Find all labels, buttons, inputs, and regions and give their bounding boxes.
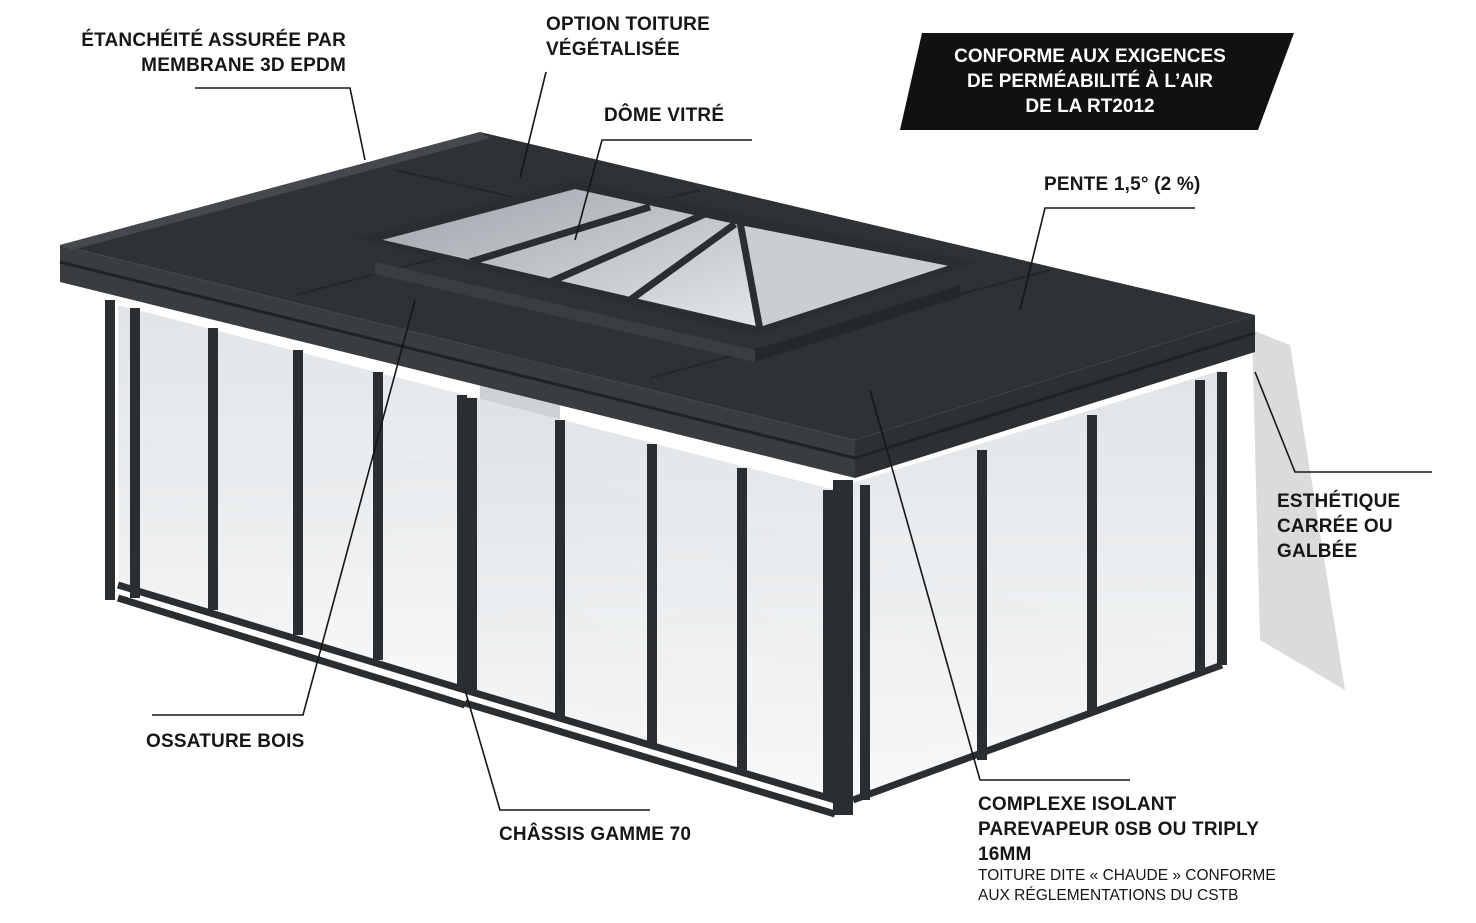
label-complexe-line-1: COMPLEXE ISOLANT	[978, 794, 1177, 815]
conformity-line-3: DE LA RT2012	[1025, 96, 1155, 117]
leader-dome	[574, 139, 752, 241]
label-complexe: COMPLEXE ISOLANT PAREVAPEUR 0SB OU TRIPL…	[978, 792, 1259, 867]
label-chassis: CHÂSSIS GAMME 70	[499, 824, 692, 845]
right-mullions	[860, 372, 1227, 800]
label-complexe-line-2: PAREVAPEUR 0SB OU TRIPLY	[978, 819, 1260, 840]
label-membrane: ÉTANCHÉITÉ ASSURÉE PAR MEMBRANE 3D EPDM	[40, 28, 346, 78]
label-dome: DÔME VITRÉ	[604, 105, 725, 126]
label-membrane-line-1: ÉTANCHÉITÉ ASSURÉE PAR	[81, 30, 346, 51]
leader-ossature	[152, 299, 416, 716]
complexe-note: TOITURE DITE « CHAUDE » CONFORME AUX RÉG…	[978, 866, 1276, 906]
leader-membrane	[195, 87, 366, 161]
label-option-toiture: OPTION TOITURE VÉGÉTALISÉE	[546, 12, 710, 62]
leader-pente	[1019, 207, 1195, 311]
leader-lines	[152, 71, 1432, 811]
glazed-dome	[355, 180, 975, 362]
label-complexe-line-3: 16MM	[978, 844, 1032, 865]
corner-post	[833, 480, 853, 815]
leader-option-toiture	[519, 71, 547, 179]
label-option-toiture-line-1: OPTION TOITURE	[546, 14, 710, 35]
label-pente: PENTE 1,5° (2 %)	[1044, 174, 1201, 195]
leader-chassis	[464, 689, 650, 811]
label-esthetique-line-3: GALBÉE	[1277, 541, 1358, 562]
label-ossature: OSSATURE BOIS	[146, 731, 305, 752]
front-mullions	[467, 398, 833, 800]
complexe-note-line-1: TOITURE DITE « CHAUDE » CONFORME	[978, 867, 1276, 884]
leader-complexe	[869, 389, 1130, 781]
complexe-note-line-2: AUX RÉGLEMENTATIONS DU CSTB	[978, 887, 1239, 904]
conformity-line-2: DE PERMÉABILITÉ À L’AIR	[967, 71, 1213, 92]
conformity-text: CONFORME AUX EXIGENCES DE PERMÉABILITÉ À…	[900, 44, 1280, 119]
conformity-banner-shape	[900, 33, 1294, 130]
conformity-banner: CONFORME AUX EXIGENCES DE PERMÉABILITÉ À…	[900, 33, 1294, 130]
leader-esthetique	[1254, 371, 1432, 473]
conformity-line-1: CONFORME AUX EXIGENCES	[954, 46, 1226, 67]
right-glazing	[845, 370, 1222, 800]
label-membrane-line-2: MEMBRANE 3D EPDM	[141, 55, 346, 76]
wall-shadow	[1252, 330, 1345, 690]
label-esthetique-line-1: ESTHÉTIQUE	[1277, 491, 1401, 512]
label-option-toiture-line-2: VÉGÉTALISÉE	[546, 39, 680, 60]
label-esthetique: ESTHÉTIQUE CARRÉE OU GALBÉE	[1277, 489, 1400, 564]
left-mullions	[105, 300, 467, 690]
label-esthetique-line-2: CARRÉE OU	[1277, 516, 1393, 537]
